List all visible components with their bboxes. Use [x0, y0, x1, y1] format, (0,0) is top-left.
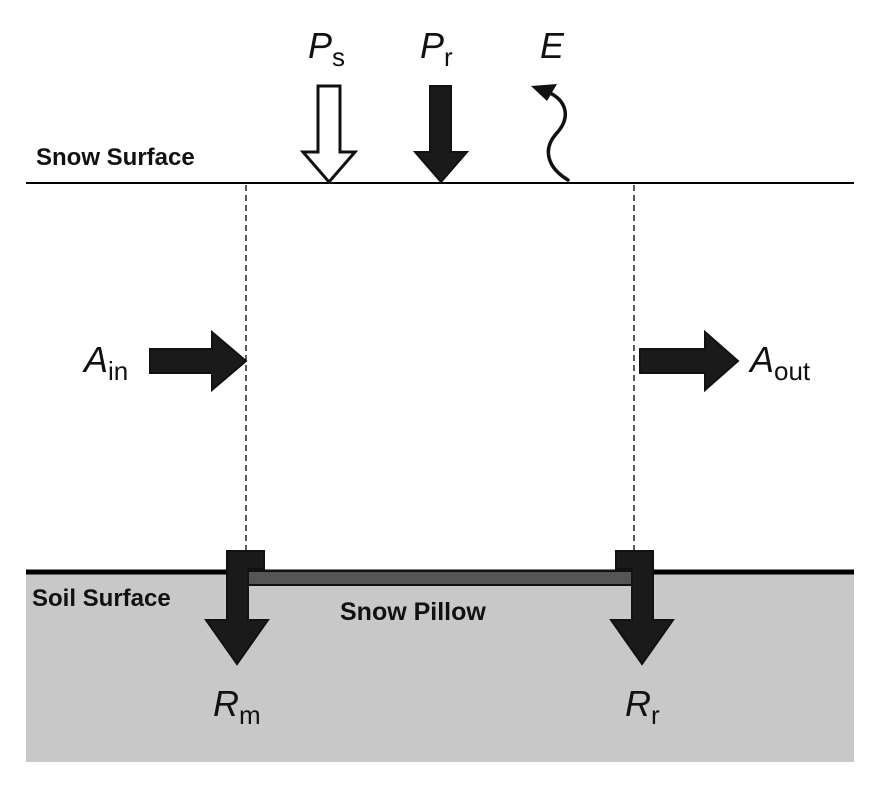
- evaporation-arrow: [546, 90, 570, 182]
- snowfall-arrow: [299, 84, 359, 185]
- runoff-rain-arrow: [609, 550, 675, 666]
- snow-pillow-label: Snow Pillow: [340, 598, 486, 626]
- advection-out-label: Aout: [748, 339, 811, 386]
- rainfall-arrow: [412, 85, 470, 184]
- advection-out-arrow: [639, 329, 740, 393]
- snowfall-label: Ps: [308, 25, 345, 72]
- snow-pillow-bar: [245, 570, 635, 586]
- runoff-melt-arrow: [204, 550, 270, 666]
- snow-surface-label: Snow Surface: [36, 144, 195, 171]
- evaporation-arrowhead: [531, 84, 557, 101]
- runoff-rain-label: Rr: [625, 683, 660, 730]
- soil-area: [26, 572, 854, 762]
- advection-in-arrow: [149, 329, 248, 393]
- advection-in-label: Ain: [82, 339, 128, 386]
- rainfall-label: Pr: [420, 25, 453, 72]
- runoff-melt-label: Rm: [213, 683, 261, 730]
- evaporation-label: E: [540, 25, 565, 66]
- soil-surface-label: Soil Surface: [32, 585, 171, 612]
